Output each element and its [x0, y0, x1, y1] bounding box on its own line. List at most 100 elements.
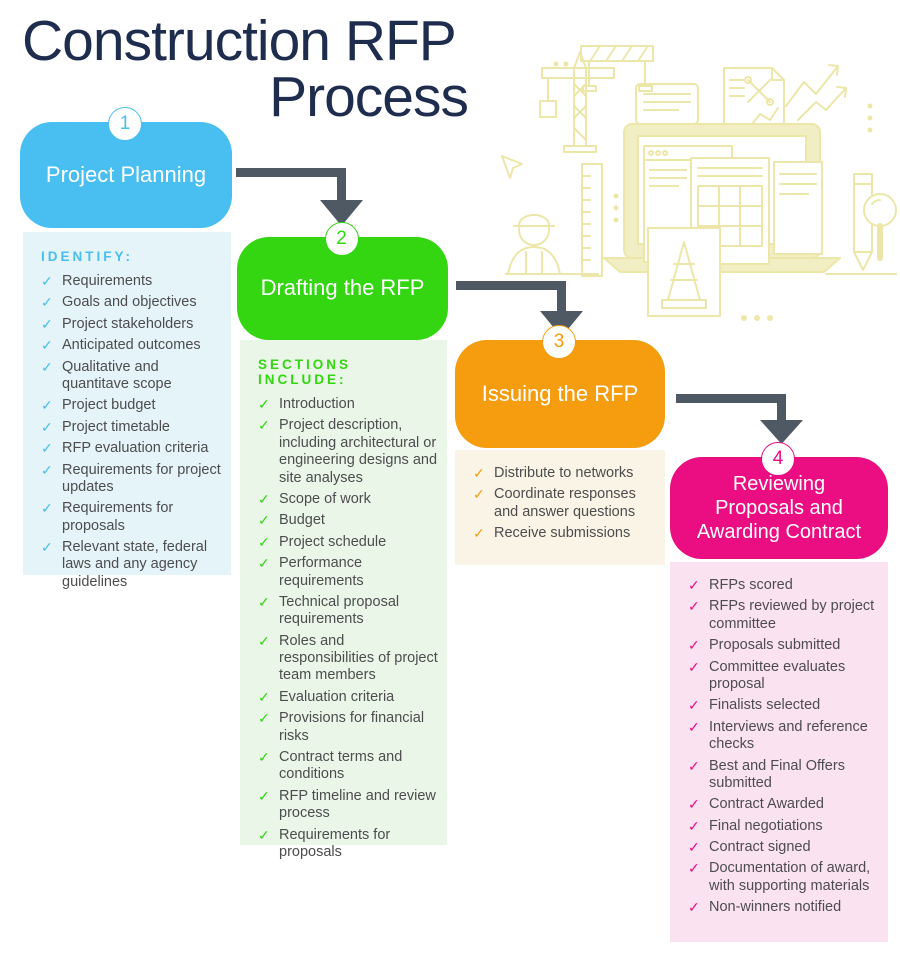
check-icon: ✓ [41, 315, 53, 332]
check-icon: ✓ [41, 273, 53, 289]
list-item-label: Roles and responsibilities of project te… [279, 632, 438, 684]
check-icon: ✓ [688, 757, 700, 774]
step-2-panel: SECTIONS INCLUDE: ✓Introduction✓Project … [240, 340, 447, 860]
list-item-label: Technical proposal requirements [279, 593, 400, 628]
list-item: ✓ Project stakeholders [39, 316, 223, 333]
check-icon: ✓ [688, 598, 700, 615]
list-item-label: Project budget [62, 397, 156, 414]
list-item-label: Budget [279, 512, 325, 529]
check-icon: ✓ [258, 490, 270, 507]
ruler-icon [581, 163, 603, 277]
list-item-label: Requirements [62, 273, 153, 289]
check-icon: ✓ [258, 593, 270, 610]
list-item-label: Finalists selected [709, 697, 821, 714]
traffic-cone-icon [647, 227, 721, 317]
step-1-list-header: IDENTIFY: [41, 249, 133, 264]
list-item-label: Evaluation criteria [279, 688, 395, 705]
check-icon: ✓ [473, 486, 485, 503]
check-icon: ✓ [258, 555, 270, 572]
check-icon: ✓ [688, 796, 700, 813]
list-item-label: Documentation of award, with supporting … [709, 860, 871, 894]
check-icon: ✓ [41, 440, 53, 457]
list-item: ✓ Best and Final Offers submitted [686, 758, 880, 793]
step-4-panel: ✓RFPs scored✓RFPs reviewed by project co… [670, 562, 888, 942]
list-item-label: Distribute to networks [494, 465, 634, 481]
step-4-label: Reviewing Proposals and Awarding Contrac… [696, 473, 862, 543]
check-icon: ✓ [41, 358, 53, 375]
list-item: ✓ RFP timeline and review process [256, 788, 439, 823]
list-item: ✓ Receive submissions [471, 525, 657, 542]
list-item: ✓Budget [256, 512, 439, 529]
page-title: Construction RFP Process [22, 9, 494, 128]
step-4-box: 4 Reviewing Proposals and Awarding Contr… [670, 442, 888, 559]
list-item-label: Requirements for proposals [279, 826, 391, 860]
list-item-label: Committee evaluates proposal [709, 658, 846, 692]
step-4-number-badge: 4 [761, 442, 795, 476]
list-item-label: Coordinate responses and answer question… [494, 486, 636, 520]
list-item: ✓Scope of work [256, 491, 439, 508]
check-icon: ✓ [688, 899, 700, 916]
list-item-label: Introduction [279, 396, 355, 412]
check-icon: ✓ [473, 525, 485, 542]
list-item: ✓Requirements for proposals [39, 500, 223, 535]
step-1-number-badge: 1 [108, 107, 142, 141]
check-icon: ✓ [41, 418, 53, 435]
list-item: ✓ Performance requirements [256, 555, 439, 590]
step-3-number-badge: 3 [542, 325, 576, 359]
list-item-label: Non-winners notified [709, 899, 842, 916]
check-icon: ✓ [688, 718, 700, 735]
list-item-label: Proposals submitted [709, 637, 841, 654]
check-icon: ✓ [688, 697, 700, 714]
worker-icon [507, 214, 561, 275]
list-item: ✓Anticipated outcomes [39, 337, 223, 354]
check-icon: ✓ [258, 396, 270, 412]
check-icon: ✓ [473, 465, 485, 481]
construction-illustration [486, 6, 898, 328]
list-item: ✓ Contract signed [686, 839, 880, 856]
step-2-checklist: ✓Introduction✓Project description, inclu… [256, 396, 439, 861]
list-item: ✓ Distribute to networks [471, 465, 657, 482]
list-item-label: Goals and objectives [62, 294, 197, 311]
list-item: ✓Project description, including architec… [256, 417, 439, 487]
list-item: ✓Final negotiations [686, 818, 880, 835]
list-item: ✓Qualitative and quantitave scope [39, 359, 223, 394]
step-1-box: 1 Project Planning [20, 107, 232, 228]
magnifier-icon [863, 193, 897, 261]
list-item-label: Performance requirements [279, 555, 364, 589]
step-3-box: 3 Issuing the RFP [455, 325, 665, 448]
list-item-label: Project stakeholders [62, 315, 194, 332]
list-item-label: Provisions for financial risks [279, 710, 425, 744]
list-item-label: Project schedule [279, 533, 387, 550]
list-item-label: Requirements for project updates [62, 461, 221, 495]
check-icon: ✓ [41, 539, 53, 556]
list-item: ✓Project budget [39, 397, 223, 414]
list-item-label: Final negotiations [709, 817, 823, 834]
list-item-label: Best and Final Offers submitted [709, 757, 845, 791]
list-item-label: Contract Awarded [709, 796, 824, 813]
list-item-label: Project timetable [62, 418, 170, 435]
step-3-panel: ✓ Distribute to networks ✓ Coordinate respo… [455, 450, 665, 565]
list-item: ✓Evaluation criteria [256, 689, 439, 706]
list-item-label: RFPs reviewed by project committee [709, 598, 875, 632]
check-icon: ✓ [688, 839, 700, 856]
list-item: ✓Roles and responsibilities of project t… [256, 633, 439, 685]
list-item: ✓Requirements for project updates [39, 462, 223, 497]
step-2-label: Drafting the RFP [260, 275, 425, 301]
list-item-label: Receive submissions [494, 525, 631, 542]
list-item: ✓Committee evaluates proposal [686, 659, 880, 694]
list-item: ✓ RFP evaluation criteria [39, 440, 223, 457]
list-item-label: Contract signed [709, 839, 811, 856]
check-icon: ✓ [258, 787, 270, 804]
list-item-label: Relevant state, federal laws and any age… [62, 539, 208, 590]
list-item-label: RFP evaluation criteria [62, 440, 209, 457]
step-3-checklist: ✓ Distribute to networks ✓ Coordinate respo… [471, 465, 657, 543]
list-item: ✓Project schedule [256, 534, 439, 551]
list-item-label: Project description, including architect… [279, 417, 438, 486]
step-2-list-header: SECTIONS INCLUDE: [258, 357, 352, 387]
list-item-label: RFP timeline and review process [279, 787, 436, 822]
list-item: ✓ Project timetable [39, 419, 223, 436]
list-item: ✓Requirements for proposals [256, 827, 439, 862]
pencil-icon [853, 173, 873, 271]
flow-arrow-1-to-2 [236, 168, 366, 228]
